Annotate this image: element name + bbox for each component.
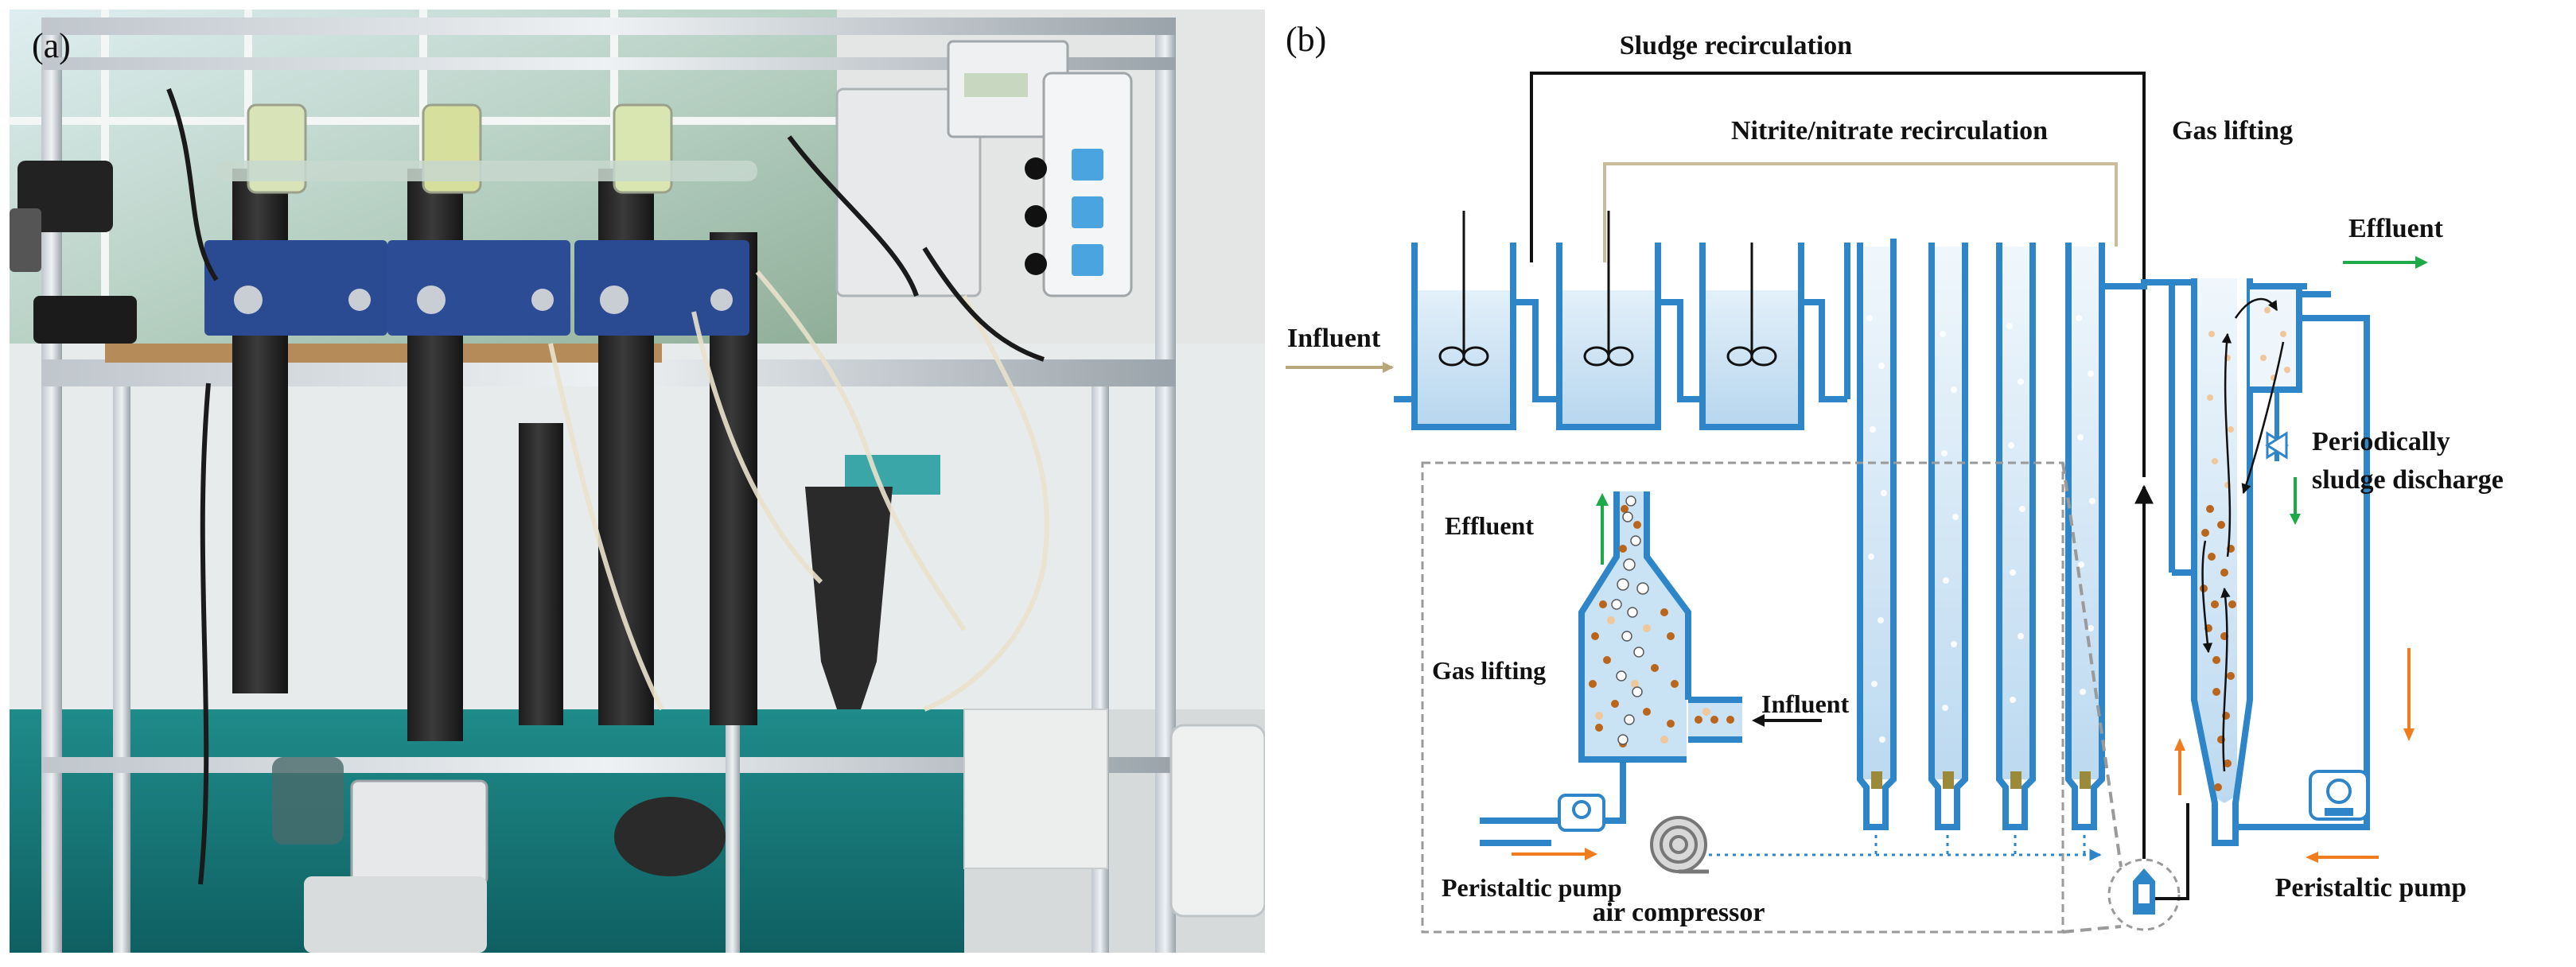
periodic-discharge-label-1: Periodically: [2312, 427, 2450, 456]
effluent-label: Effluent: [2348, 214, 2444, 243]
nitrite-recirculation-line: [1603, 162, 2118, 262]
periodic-discharge-label-2: sludge discharge: [2312, 465, 2504, 495]
schematic-panel: (b) Sludge recirculation Nitrite/nitrate…: [1273, 0, 2576, 963]
settler: [2169, 278, 2370, 846]
gas-lift-pump-icon: [2107, 803, 2189, 931]
panel-b-label: (b): [1286, 20, 1326, 59]
gas-lift-inset: [1421, 461, 2123, 934]
reactor-photo: (a): [10, 10, 1265, 953]
peristaltic-pump-right-label: Peristaltic pump: [2275, 873, 2467, 903]
anoxic-tank-1: [1411, 211, 1516, 430]
inset-gas-lifting-label: Gas lifting: [1432, 656, 1546, 685]
inset-effluent-label: Effluent: [1445, 511, 1534, 540]
influent-label: Influent: [1287, 324, 1381, 353]
process-schematic: (b) Sludge recirculation Nitrite/nitrate…: [1286, 20, 2504, 934]
inset-peristaltic-pump-label: Peristaltic pump: [1442, 873, 1622, 902]
air-compressor-label: air compressor: [1593, 898, 1765, 927]
sludge-recirculation-label: Sludge recirculation: [1620, 31, 1853, 60]
aeration-column-3: [1996, 243, 2036, 830]
anoxic-tank-3: [1699, 243, 1804, 430]
aeration-column-1: [1844, 243, 1897, 830]
anoxic-tank-2: [1556, 211, 1661, 430]
inset-influent-label: Influent: [1761, 689, 1850, 718]
peristaltic-pump-right-icon: [2309, 770, 2369, 821]
gas-lifting-top-label: Gas lifting: [2172, 116, 2293, 146]
air-line: [1709, 827, 2102, 861]
sludge-recirculation-line: [1530, 72, 2154, 859]
panel-a-label: (a): [32, 26, 71, 65]
photo-panel: (a): [10, 10, 1265, 953]
aeration-column-2: [1928, 243, 1968, 830]
aeration-columns: [1844, 239, 2105, 830]
nitrite-recirculation-label: Nitrite/nitrate recirculation: [1731, 116, 2048, 146]
air-compressor-icon: [1650, 816, 1709, 874]
